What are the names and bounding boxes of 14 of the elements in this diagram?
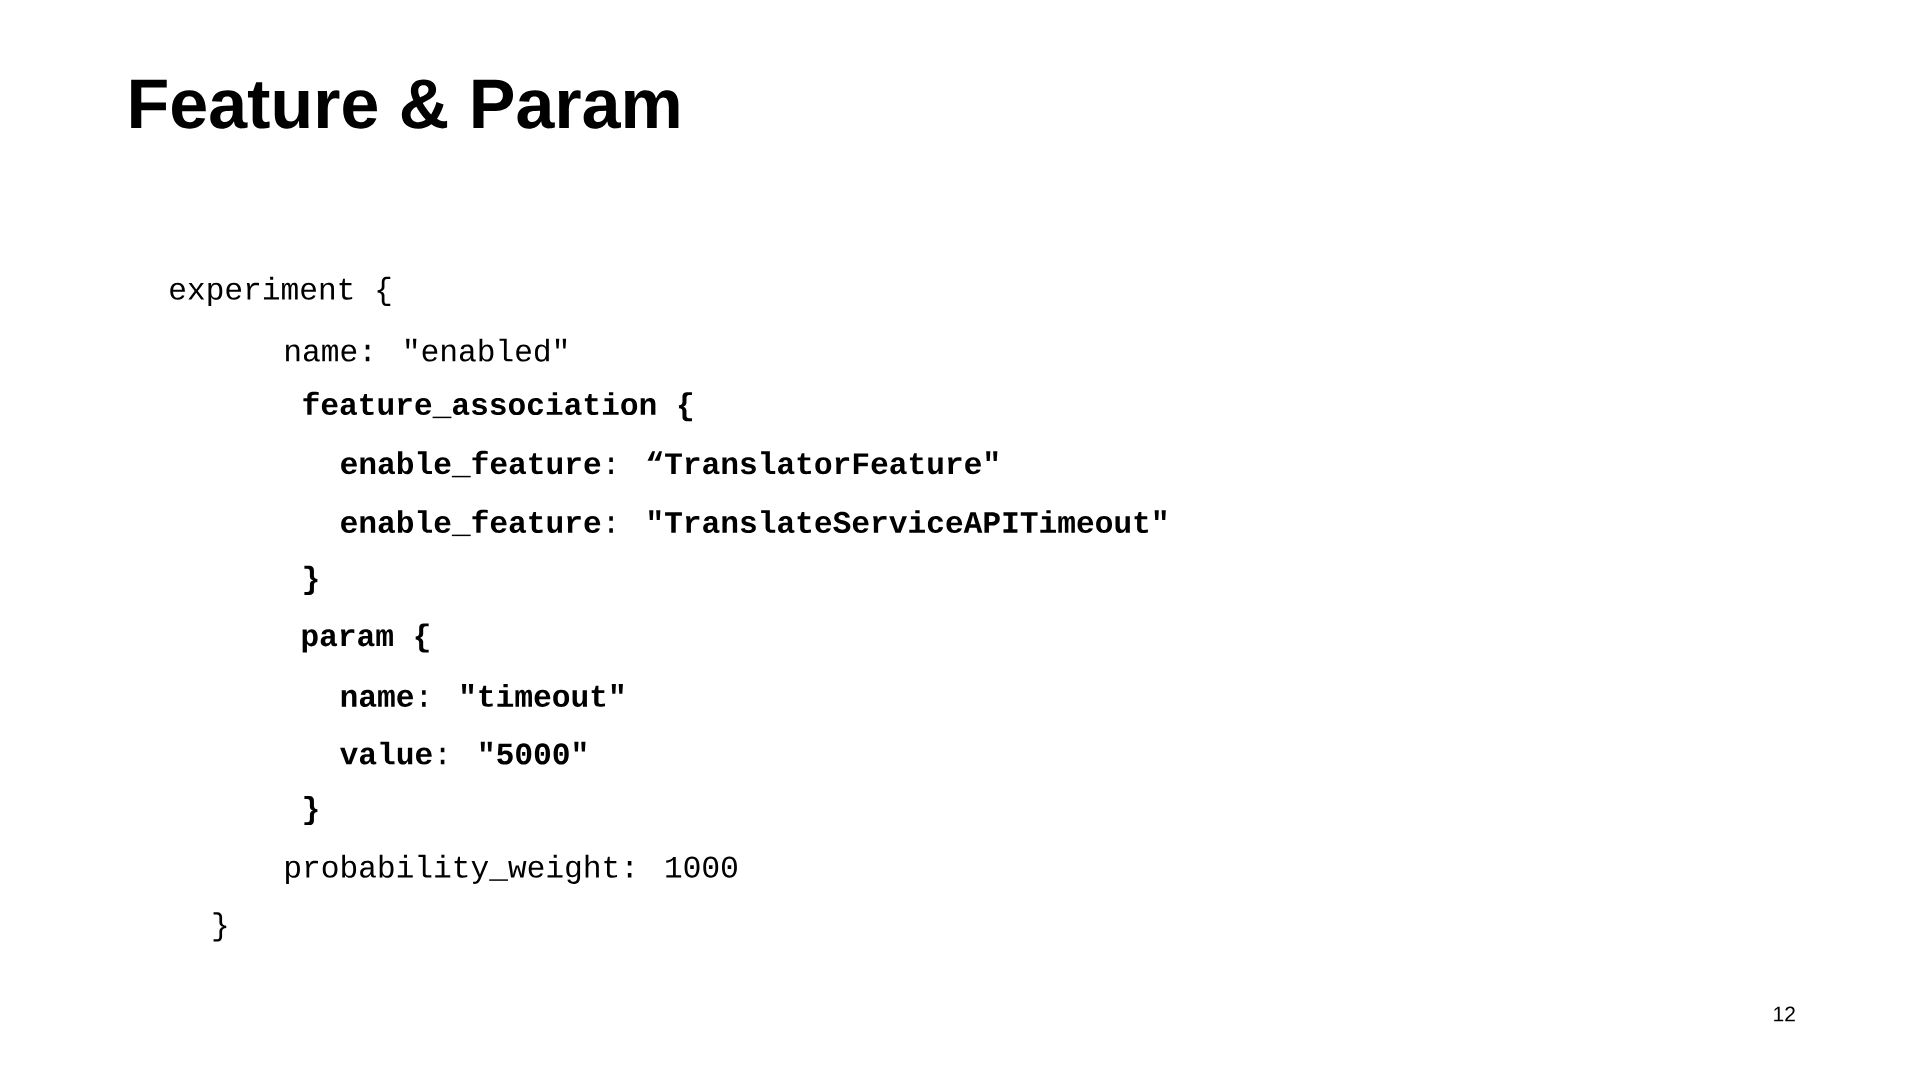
- page-number: 12: [1774, 1006, 1795, 1022]
- code-line: }: [213, 912, 227, 942]
- code-line: name: "enabled": [286, 338, 567, 362]
- code-line: probability_weight: 1000: [286, 854, 737, 884]
- code-line: experiment {: [170, 276, 391, 306]
- code-line: param {: [302, 623, 429, 653]
- code-line: feature_association {: [303, 391, 692, 422]
- code-line: value: "5000": [340, 741, 586, 765]
- code-line: name: "timeout": [341, 684, 623, 707]
- code-line: }: [304, 565, 318, 595]
- code-line: enable_feature: "TranslateServiceAPITimeout": [341, 509, 1166, 537]
- slide-title: Feature & Param: [131, 79, 679, 129]
- code-line: }: [304, 796, 318, 826]
- code-line: enable_feature: “TranslatorFeature": [341, 450, 998, 478]
